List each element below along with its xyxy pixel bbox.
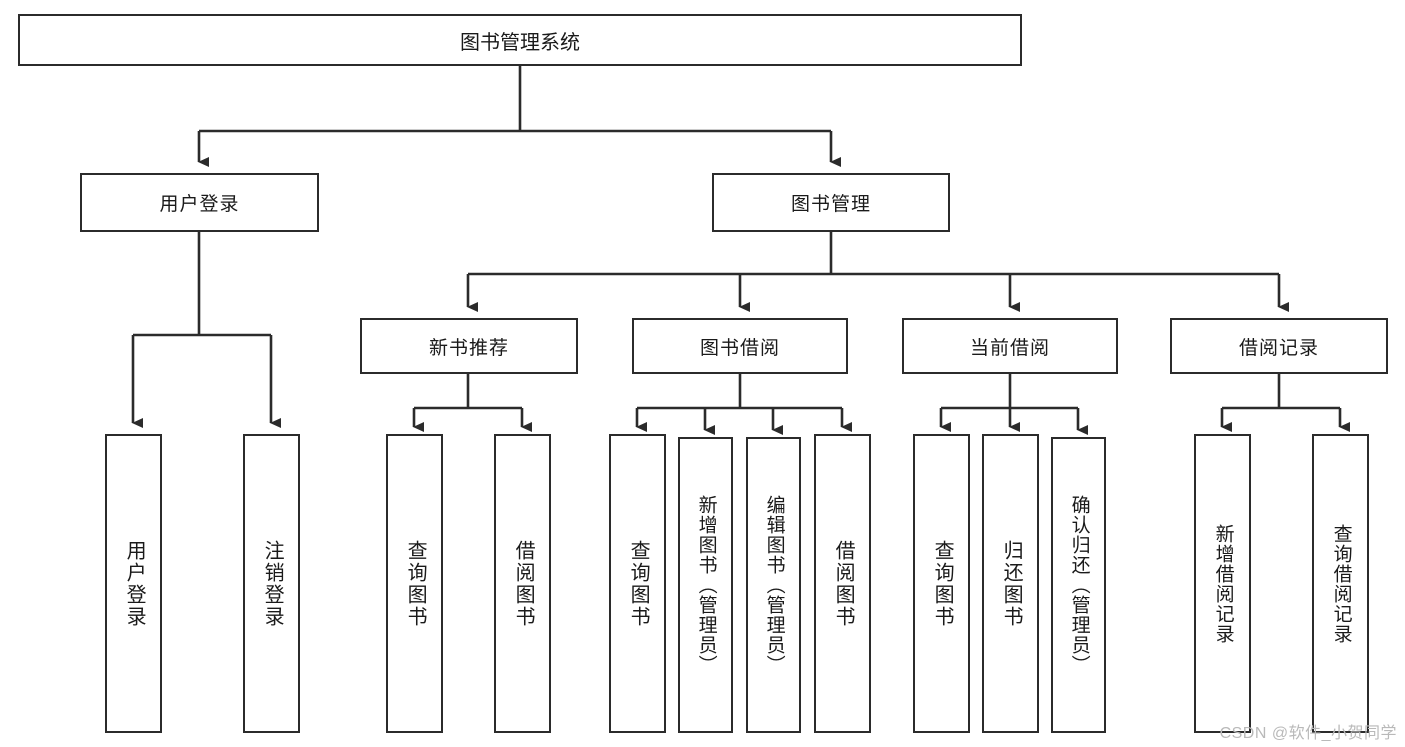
leaf-label: 归还图书 bbox=[1000, 539, 1023, 628]
leaf-current-confirm-return-admin[interactable]: 确认归还（管理员） bbox=[1051, 437, 1106, 733]
leaf-label: 查询图书 bbox=[404, 539, 427, 628]
leaf-label: 借阅图书 bbox=[512, 539, 535, 628]
leaf-label: 新增图书（管理员） bbox=[695, 495, 717, 675]
leaf-borrow-borrow-book[interactable]: 借阅图书 bbox=[814, 434, 871, 733]
leaf-label: 查询图书 bbox=[627, 539, 650, 628]
node-label: 新书推荐 bbox=[428, 337, 509, 359]
leaf-record-add-record[interactable]: 新增借阅记录 bbox=[1194, 434, 1251, 733]
node-label: 用户登录 bbox=[159, 194, 240, 215]
leaf-borrow-edit-book-admin[interactable]: 编辑图书（管理员） bbox=[746, 437, 801, 733]
node-label: 当前借阅 bbox=[969, 337, 1050, 359]
node-book-management[interactable]: 图书管理 bbox=[712, 173, 950, 232]
leaf-current-query-book[interactable]: 查询图书 bbox=[913, 434, 970, 733]
node-user-login[interactable]: 用户登录 bbox=[80, 173, 319, 232]
leaf-label: 查询借阅记录 bbox=[1330, 523, 1352, 644]
node-book-borrow[interactable]: 图书借阅 bbox=[632, 318, 848, 374]
leaf-label: 注销登录 bbox=[261, 539, 284, 628]
leaf-label: 用户登录 bbox=[123, 539, 146, 628]
leaf-label: 新增借阅记录 bbox=[1212, 523, 1234, 644]
node-current-borrow[interactable]: 当前借阅 bbox=[902, 318, 1118, 374]
node-label: 借阅记录 bbox=[1238, 337, 1319, 359]
node-label: 图书管理系统 bbox=[460, 31, 580, 54]
node-label: 图书借阅 bbox=[699, 337, 780, 359]
leaf-label: 确认归还（管理员） bbox=[1068, 495, 1090, 675]
leaf-record-query-record[interactable]: 查询借阅记录 bbox=[1312, 434, 1369, 733]
leaf-label: 查询图书 bbox=[931, 539, 954, 628]
leaf-current-return-book[interactable]: 归还图书 bbox=[982, 434, 1039, 733]
leaf-user-login-logout[interactable]: 注销登录 bbox=[243, 434, 300, 733]
leaf-user-login-login[interactable]: 用户登录 bbox=[105, 434, 162, 733]
leaf-recommend-query-book[interactable]: 查询图书 bbox=[386, 434, 443, 733]
node-borrow-record[interactable]: 借阅记录 bbox=[1170, 318, 1388, 374]
node-new-book-recommend[interactable]: 新书推荐 bbox=[360, 318, 578, 374]
leaf-label: 借阅图书 bbox=[832, 539, 855, 628]
node-root-book-management-system[interactable]: 图书管理系统 bbox=[18, 14, 1022, 66]
leaf-borrow-add-book-admin[interactable]: 新增图书（管理员） bbox=[678, 437, 733, 733]
leaf-borrow-query-book[interactable]: 查询图书 bbox=[609, 434, 666, 733]
node-label: 图书管理 bbox=[790, 194, 871, 215]
leaf-label: 编辑图书（管理员） bbox=[763, 495, 785, 675]
watermark-text: CSDN @软件_小贺同学 bbox=[1219, 725, 1397, 742]
leaf-recommend-borrow-book[interactable]: 借阅图书 bbox=[494, 434, 551, 733]
